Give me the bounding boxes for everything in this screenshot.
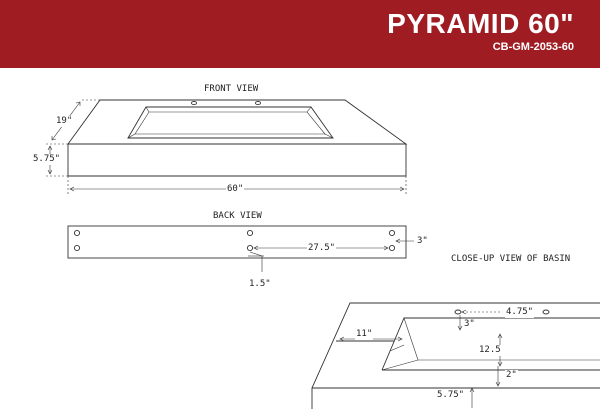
front-view-drawing — [46, 99, 408, 194]
product-title: PYRAMID 60" — [387, 8, 574, 39]
closeup-basin-length-dimension: 12.5 — [478, 345, 502, 356]
front-view-title: FRONT VIEW — [204, 84, 259, 94]
back-hole-spacing-dimension: 27.5" — [307, 243, 337, 254]
back-hole-height-dimension: 1.5" — [248, 279, 272, 290]
front-depth-dimension: 19" — [55, 116, 74, 127]
closeup-front-offset-dimension: 3" — [463, 319, 476, 330]
closeup-height-dimension: 5.75" — [436, 390, 466, 401]
back-view-drawing — [67, 225, 414, 272]
closeup-view-title: CLOSE-UP VIEW OF BASIN — [451, 254, 571, 264]
back-edge-offset-dimension: 3" — [416, 236, 429, 247]
closeup-side-offset-dimension: 11" — [355, 329, 374, 340]
front-height-dimension: 5.75" — [32, 154, 62, 165]
front-width-dimension: 60" — [226, 184, 245, 195]
product-sku: CB-GM-2053-60 — [492, 41, 574, 53]
header-banner: PYRAMID 60" CB-GM-2053-60 — [0, 0, 600, 68]
closeup-rim-dimension: 2" — [505, 370, 518, 381]
back-view-title: BACK VIEW — [213, 211, 262, 221]
closeup-faucet-offset-dimension: 4.75" — [505, 307, 535, 318]
